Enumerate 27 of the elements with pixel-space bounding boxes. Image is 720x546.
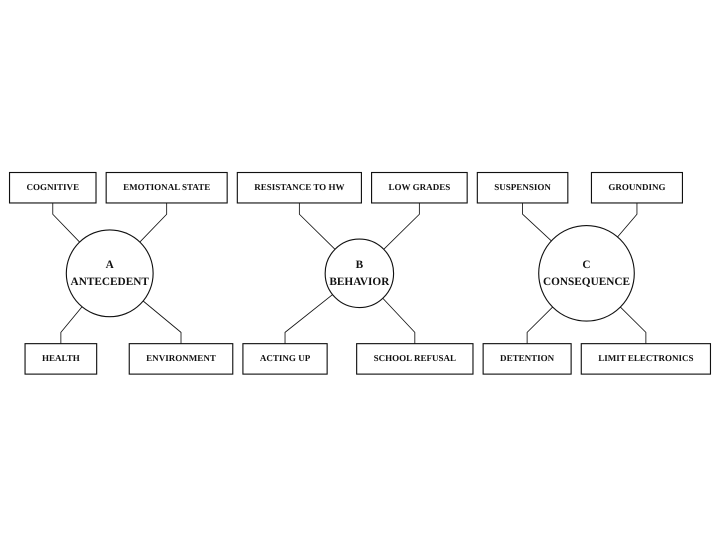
node-box: SUSPENSION	[476, 172, 568, 204]
connector	[620, 306, 646, 344]
node-circle: C CONSEQUENCE	[538, 224, 635, 322]
node-box: ENVIRONMENT	[128, 342, 234, 374]
connector	[382, 298, 416, 344]
node-box: HEALTH	[24, 342, 98, 374]
node-box: COGNITIVE	[8, 172, 97, 204]
connector	[284, 294, 333, 344]
node-box: LIMIT ELECTRONICS	[580, 342, 712, 374]
node-box: GROUNDING	[590, 172, 684, 204]
node-box: DETENTION	[482, 342, 572, 374]
connector	[298, 202, 336, 250]
connector	[52, 202, 80, 242]
connector	[617, 202, 638, 238]
node-circle: B BEHAVIOR	[324, 238, 394, 308]
node-box: LOW GRADES	[371, 172, 468, 204]
connector	[60, 306, 82, 344]
connector	[526, 306, 554, 344]
connector	[522, 202, 552, 241]
node-box: SCHOOL REFUSAL	[356, 342, 474, 374]
connector	[142, 300, 182, 344]
connector	[383, 202, 420, 250]
node-box: EMOTIONAL STATE	[106, 172, 228, 204]
connector	[139, 202, 168, 242]
node-box: ACTING UP	[242, 342, 328, 374]
node-box: RESISTANCE TO HW	[236, 172, 362, 204]
node-circle: A ANTECEDENT	[66, 229, 154, 317]
